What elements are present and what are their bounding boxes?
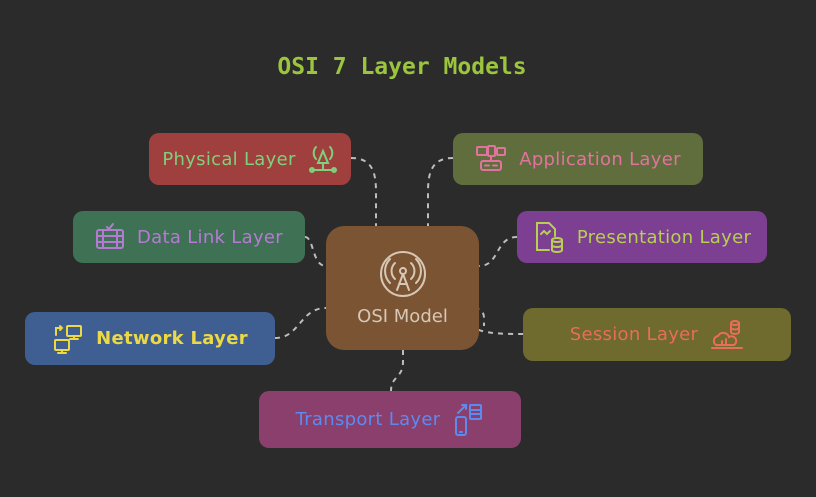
connector-session	[468, 308, 524, 335]
network-layer-label: Network Layer	[96, 328, 248, 349]
connector-datalink	[304, 236, 327, 267]
connector-network	[274, 307, 327, 339]
osi-model-node[interactable]: OSI Model	[326, 226, 479, 350]
session-layer-label: Session Layer	[569, 324, 699, 345]
connector-physical	[350, 157, 377, 226]
server-rack-icon	[96, 223, 125, 249]
presentation-layer-label: Presentation Layer	[576, 226, 752, 248]
connector-application	[427, 157, 454, 226]
connected-computers-icon	[54, 324, 83, 354]
physical-layer-node[interactable]: Physical Layer	[149, 133, 351, 185]
page-title: OSI 7 Layer Models	[277, 54, 527, 80]
osi-model-label: OSI Model	[357, 305, 448, 327]
application-layer-node[interactable]: Application Layer	[453, 133, 703, 185]
network-tower-icon	[308, 146, 337, 173]
data-link-layer-node[interactable]: Data Link Layer	[73, 211, 305, 263]
file-database-icon	[535, 222, 563, 253]
database-cloud-icon	[711, 319, 744, 349]
connector-presentation	[478, 236, 518, 267]
transport-layer-node[interactable]: Transport Layer	[259, 391, 521, 448]
device-transfer-icon	[455, 403, 483, 436]
session-layer-node[interactable]: Session Layer	[523, 308, 791, 361]
data-link-layer-label: Data Link Layer	[137, 226, 283, 248]
antenna-icon	[379, 250, 426, 297]
network-layer-node[interactable]: Network Layer	[25, 312, 275, 365]
presentation-layer-node[interactable]: Presentation Layer	[517, 211, 767, 263]
application-layer-label: Application Layer	[519, 148, 681, 170]
devices-icon	[476, 145, 507, 171]
transport-layer-label: Transport Layer	[295, 409, 441, 430]
connector-transport	[390, 350, 404, 392]
physical-layer-label: Physical Layer	[162, 148, 296, 170]
